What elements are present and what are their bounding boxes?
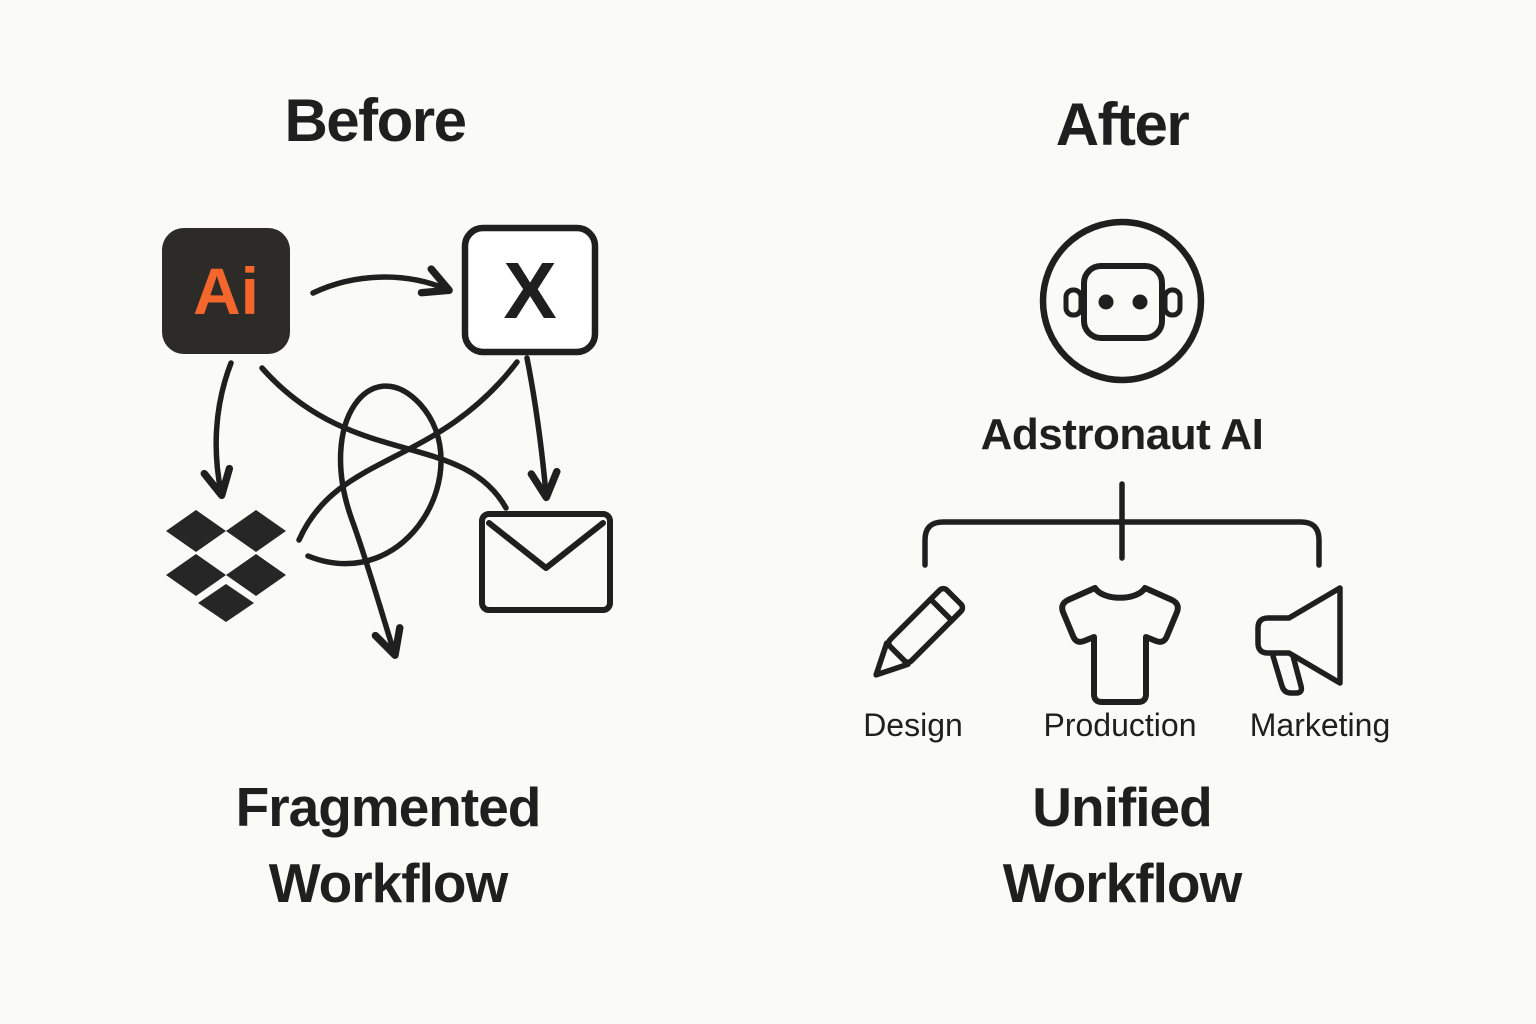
x-label: X: [503, 246, 556, 335]
unified-caption-line1: Unified: [1032, 776, 1212, 838]
megaphone-icon: [1255, 585, 1343, 696]
tangle-curve-2: [296, 359, 520, 543]
dropbox-icon: [166, 510, 286, 622]
fragmented-caption-line1: Fragmented: [235, 776, 542, 838]
pencil-icon: [873, 585, 966, 678]
branch-label-production: Production: [1043, 707, 1197, 743]
after-heading: After: [1055, 91, 1190, 158]
unified-workflow-caption: Unified Workflow: [1002, 770, 1242, 922]
tangle-curve-3-arrow: [305, 383, 444, 659]
tangle-curve-1: [259, 365, 509, 511]
robot-face-icon: [1039, 218, 1205, 384]
adstronaut-ai-label: Adstronaut AI: [980, 410, 1264, 459]
arrow-ai-to-dropbox: [200, 360, 234, 500]
illustrator-label: Ai: [193, 254, 259, 328]
arrow-ai-to-x: [310, 265, 453, 297]
tangled-arrows: [200, 265, 561, 659]
before-heading: Before: [284, 87, 467, 154]
email-envelope-icon: [479, 511, 613, 613]
x-app-icon: X: [461, 224, 599, 356]
fragmented-caption-line2: Workflow: [268, 851, 508, 914]
tshirt-icon: [1059, 585, 1181, 705]
arrow-x-to-envelope: [524, 355, 561, 502]
unified-caption-line2: Workflow: [1002, 851, 1242, 914]
branch-label-marketing: Marketing: [1249, 707, 1391, 743]
branch-label-design: Design: [863, 707, 963, 743]
branch-connector: [922, 481, 1322, 568]
adobe-illustrator-icon: Ai: [162, 228, 290, 354]
fragmented-workflow-caption: Fragmented Workflow: [235, 770, 542, 922]
